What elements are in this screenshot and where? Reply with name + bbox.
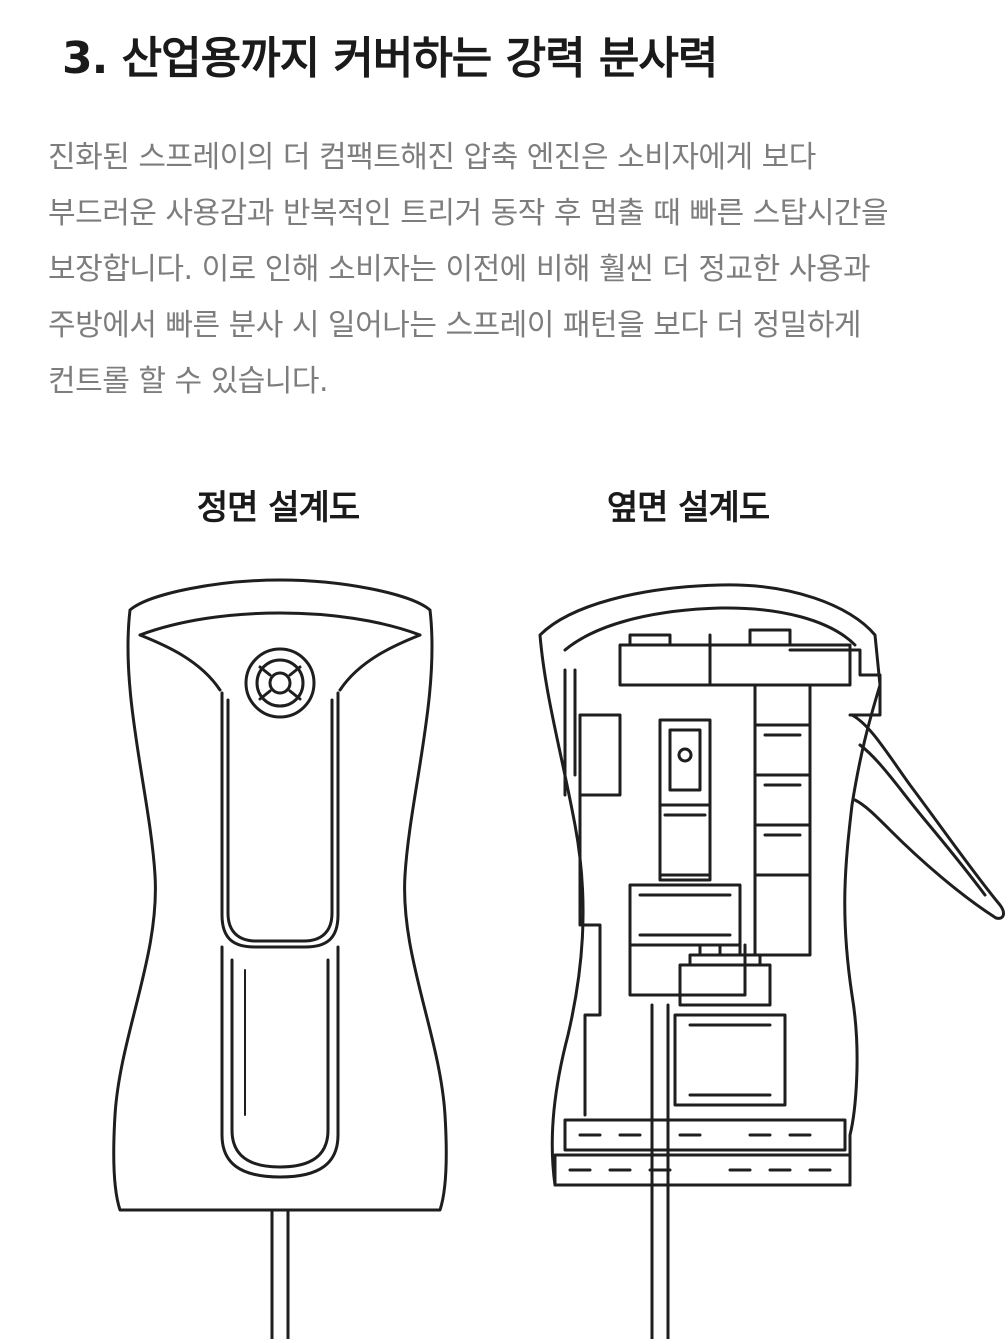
front-shoulder-right bbox=[338, 633, 422, 692]
piston-cylinder bbox=[658, 718, 712, 882]
cap-threads bbox=[563, 1118, 847, 1152]
side-dip-tube bbox=[650, 1003, 670, 1339]
left-panel bbox=[578, 713, 622, 797]
paragraph-line: 부드러운 사용감과 반복적인 트리거 동작 후 멈출 때 빠른 스탑시간을 bbox=[48, 196, 889, 231]
nozzle-inner bbox=[268, 671, 292, 695]
side-view-drawing bbox=[538, 583, 1005, 1339]
pump-chamber bbox=[628, 883, 742, 947]
nozzle-middle bbox=[255, 658, 305, 708]
head-block bbox=[618, 643, 852, 687]
spring-housing bbox=[753, 683, 812, 957]
front-cap-line bbox=[138, 611, 422, 637]
trigger-window bbox=[220, 945, 340, 1179]
section-paragraph: 진화된 스프레이의 더 컴팩트해진 압축 엔진은 소비자에게 보다 부드러운 사… bbox=[48, 130, 1006, 410]
front-view-drawing bbox=[112, 578, 448, 1339]
trigger bbox=[850, 713, 1005, 920]
paragraph-line: 보장합니다. 이로 인해 소비자는 이전에 비해 훨씬 더 정교한 사용과 bbox=[48, 252, 871, 287]
side-view-title: 옆면 설계도 bbox=[606, 488, 770, 528]
nozzle-outer bbox=[244, 647, 316, 719]
trigger-plate bbox=[220, 691, 340, 949]
paragraph-line: 주방에서 빠른 분사 시 일어나는 스프레이 패턴을 보다 더 정밀하게 bbox=[48, 308, 862, 343]
paragraph-line: 진화된 스프레이의 더 컴팩트해진 압축 엔진은 소비자에게 보다 bbox=[48, 140, 816, 175]
dip-tube bbox=[270, 1208, 290, 1339]
front-shoulder-left bbox=[138, 633, 222, 692]
section-heading: 3. 산업용까지 커버하는 강력 분사력 bbox=[62, 33, 718, 84]
front-view-title: 정면 설계도 bbox=[196, 488, 360, 528]
side-body-outline bbox=[538, 583, 882, 1187]
valve-base bbox=[673, 1013, 787, 1107]
front-body-outline bbox=[112, 578, 448, 1212]
paragraph-line: 컨트롤 할 수 있습니다. bbox=[48, 364, 329, 399]
